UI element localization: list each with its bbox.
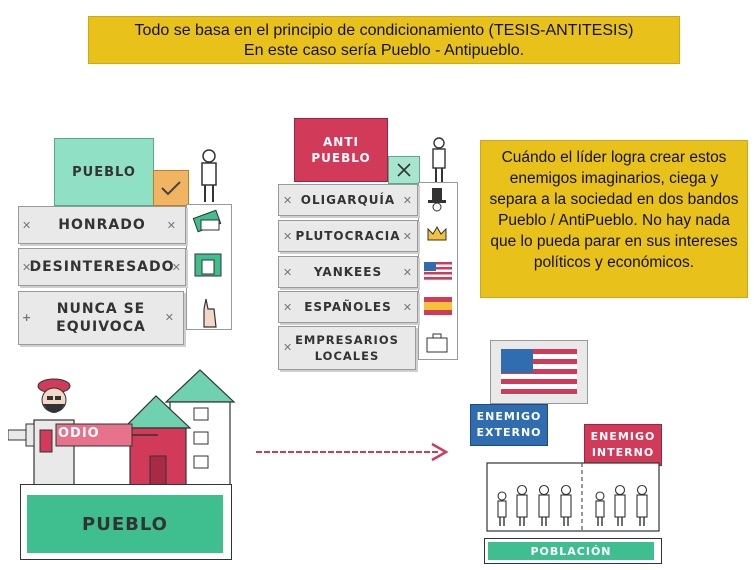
antipueblo-item-espanoles: ✕ ESPAÑOLES ✕: [278, 291, 418, 323]
antipueblo-header-card: ANTI PUEBLO: [294, 118, 388, 182]
caption-top-line2: En este caso sería Pueblo - Antipueblo.: [243, 42, 525, 59]
caption-top-line1: Todo se basa en el principio de condicio…: [134, 22, 634, 39]
population-group: [486, 462, 660, 532]
population-base: POBLACIÓN: [484, 538, 662, 564]
person-icon: [201, 149, 217, 202]
population-label: POBLACIÓN: [488, 542, 654, 560]
money-icon: [192, 209, 222, 233]
caption-right: Cuándo el líder logra crear estos enemig…: [480, 140, 748, 298]
antipueblo-item-oligarquia: ✕ OLIGARQUÍA ✕: [278, 184, 418, 216]
crown-icon: [427, 225, 447, 241]
hand-point-icon: [203, 298, 217, 328]
antipueblo-header-line2: PUEBLO: [311, 151, 371, 165]
leader-icon: [37, 378, 71, 413]
pueblo-header-label: PUEBLO: [72, 164, 136, 180]
pueblo-item-nunca-se-equivoca: + NUNCA SE EQUIVOCA ✕: [18, 291, 184, 345]
syringe-label: ODIO: [58, 426, 100, 441]
antipueblo-group: ANTI PUEBLO ✕ OLIGARQUÍA ✕ ✕ PLUTOCRACIA…: [0, 0, 470, 380]
antipueblo-item-plutocracia: ✕ PLUTOCRACIA ✕: [278, 220, 418, 252]
person-icon: [432, 137, 446, 183]
pueblo-group: PUEBLO ✕ HONRADO ✕ ✕ DESINTERESADO ✕ + N…: [0, 0, 240, 360]
pueblo-base-label: PUEBLO: [27, 495, 223, 553]
pueblo-item-honrado: ✕ HONRADO ✕: [18, 206, 186, 244]
caption-top: Todo se basa en el principio de condicio…: [88, 16, 680, 64]
antipueblo-header-line1: ANTI: [323, 135, 359, 149]
enemy-external-label: ENEMIGO EXTERNO: [470, 404, 548, 446]
enemy-internal-label: ENEMIGO INTERNO: [584, 424, 662, 466]
usa-flag-card: [490, 340, 588, 404]
syringe: ODIO: [8, 420, 158, 450]
arrow-right-icon: [256, 442, 449, 462]
antipueblo-item-yankees: ✕ YANKEES ✕: [278, 256, 418, 288]
pueblo-item-desinteresado: ✕ DESINTERESADO ✕: [18, 248, 186, 286]
antipueblo-item-empresarios-locales: ✕ EMPRESARIOS LOCALES: [278, 326, 416, 370]
spain-flag-icon: [424, 297, 452, 315]
ballot-box-icon: [194, 253, 222, 277]
check-icon: [153, 170, 189, 206]
houses-illustration: [33, 369, 236, 489]
x-box-icon: [388, 156, 420, 184]
briefcase-icon: [426, 333, 448, 353]
usa-flag-icon: [501, 349, 577, 395]
caption-right-text: Cuándo el líder logra crear estos enemig…: [489, 149, 739, 271]
pueblo-base: PUEBLO: [20, 484, 232, 560]
usa-flag-icon: [424, 262, 452, 280]
top-hat-icon: [428, 188, 446, 212]
